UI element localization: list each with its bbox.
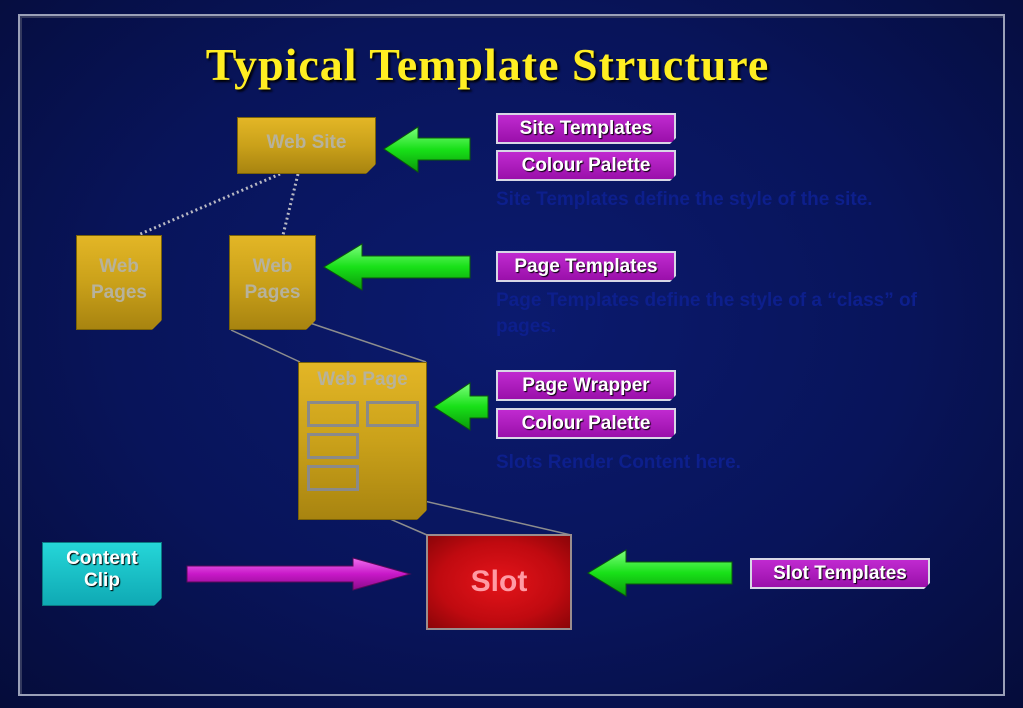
web-page-node: Web Page — [298, 362, 427, 520]
layout-slot-rect — [307, 433, 359, 459]
page-templates-label: Page Templates — [496, 251, 676, 282]
connector-site-to-pages-2 — [281, 173, 300, 236]
page-wrapper-note: Slots Render Content here. — [496, 452, 741, 473]
magenta-arrow-clip — [186, 557, 412, 591]
green-arrow-slot — [587, 549, 733, 597]
colour-palette-label: Colour Palette — [496, 150, 676, 181]
web-pages-label-line2: Pages — [244, 282, 301, 303]
content-clip-node: Content Clip — [42, 542, 162, 606]
expand-line-page-right — [306, 321, 427, 363]
site-templates-label: Site Templates — [496, 113, 676, 144]
page-templates-note-line1: Page Templates define the style of a “cl… — [496, 290, 917, 311]
web-pages-label-line2: Pages — [91, 282, 147, 303]
web-pages-node-1: Web Pages — [76, 235, 162, 330]
slide-title: Typical Template Structure — [205, 39, 770, 90]
layout-slot-rect — [307, 401, 359, 427]
content-clip-label-line1: Content — [66, 548, 138, 569]
green-arrow-site — [383, 126, 471, 173]
site-templates-note: Site Templates define the style of the s… — [496, 189, 873, 210]
web-site-node: Web Site — [237, 117, 376, 174]
content-clip-label-line2: Clip — [84, 570, 120, 591]
page-templates-note-line2: pages. — [496, 316, 557, 337]
layout-slot-rect — [307, 465, 359, 491]
web-pages-node-2: Web Pages — [229, 235, 316, 330]
layout-slot-rect — [366, 401, 419, 427]
web-page-label: Web Page — [317, 369, 408, 390]
colour-palette-label: Colour Palette — [496, 408, 676, 439]
web-pages-label-line1: Web — [99, 256, 139, 277]
green-arrow-page — [433, 382, 489, 431]
web-pages-label-line1: Web — [252, 256, 293, 277]
expand-line-page-left — [230, 329, 301, 363]
web-site-label: Web Site — [266, 132, 347, 153]
connector-site-to-pages-1 — [137, 172, 281, 237]
page-wrapper-label: Page Wrapper — [496, 370, 676, 401]
slot-node: Slot — [426, 534, 572, 630]
slot-templates-label: Slot Templates — [750, 558, 930, 589]
slide-frame — [18, 14, 1005, 696]
green-arrow-pages — [323, 243, 471, 291]
